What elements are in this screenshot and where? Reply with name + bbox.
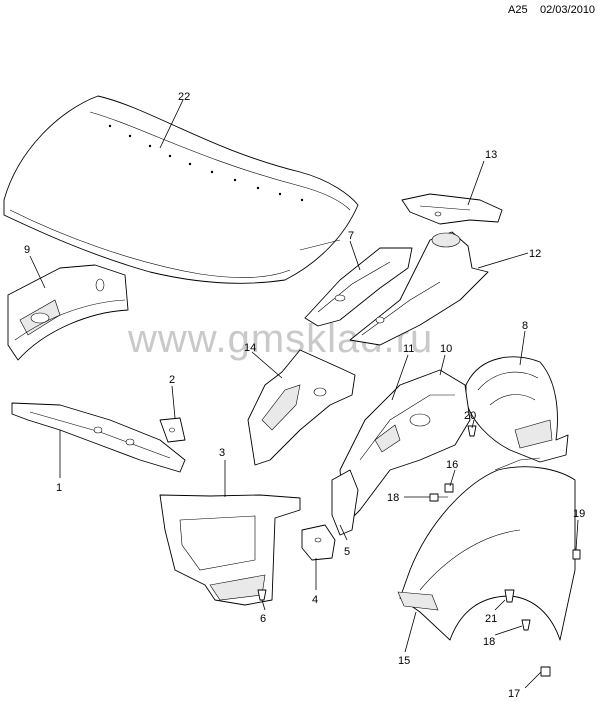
part-front-frame [159, 494, 301, 606]
callout-17: 17 [508, 688, 520, 700]
callout-15: 15 [398, 655, 410, 667]
callout-20: 20 [464, 410, 476, 422]
part-hood [3, 95, 359, 284]
part-fender [397, 457, 576, 641]
fastener-19 [572, 549, 581, 560]
hood-fastener-dots [108, 124, 304, 202]
callout-14: 14 [244, 342, 256, 354]
callout-labels: 22 13 7 12 9 8 14 11 10 2 20 3 16 1 18 1… [24, 91, 585, 700]
callout-2: 2 [169, 374, 175, 386]
leader-lines [29, 99, 579, 689]
callout-12: 12 [529, 248, 541, 260]
part-inner-panel [247, 349, 356, 466]
fastener-18-upper [429, 493, 448, 502]
callout-21: 21 [485, 613, 497, 625]
diagram-date: 02/03/2010 [540, 4, 596, 16]
part-lower-bracket [301, 524, 336, 561]
callout-1: 1 [56, 482, 62, 494]
callout-13: 13 [485, 149, 497, 161]
part-right-mount [349, 231, 489, 346]
page-code: A25 [508, 4, 528, 16]
part-small-bracket [159, 417, 186, 443]
part-vertical-member [331, 469, 359, 536]
callout-19: 19 [573, 508, 585, 520]
callout-9: 9 [24, 244, 30, 256]
fastener-16 [444, 483, 454, 493]
callout-18-upper: 18 [387, 492, 399, 504]
callout-4: 4 [312, 594, 318, 606]
callout-16: 16 [446, 459, 458, 471]
callout-6: 6 [260, 613, 266, 625]
callout-3: 3 [219, 447, 225, 459]
callout-5: 5 [344, 546, 350, 558]
callout-11: 11 [403, 343, 414, 355]
part-cross-member [11, 402, 186, 473]
fastener-17 [540, 666, 551, 677]
callout-8: 8 [522, 320, 528, 332]
fastener-21 [504, 589, 515, 603]
fastener-6 [257, 589, 267, 601]
callout-7: 7 [348, 230, 354, 242]
part-upper-bracket [401, 193, 503, 225]
callout-22: 22 [178, 91, 190, 103]
part-inner-wheelhouse [339, 369, 471, 526]
callout-18-lower: 18 [483, 636, 495, 648]
callout-10: 10 [440, 343, 452, 355]
part-left-rail [304, 247, 413, 327]
fastener-18-lower [521, 619, 531, 631]
part-left-apron [7, 264, 129, 361]
fastener-20 [467, 425, 477, 437]
part-wheel-liner [465, 356, 569, 463]
